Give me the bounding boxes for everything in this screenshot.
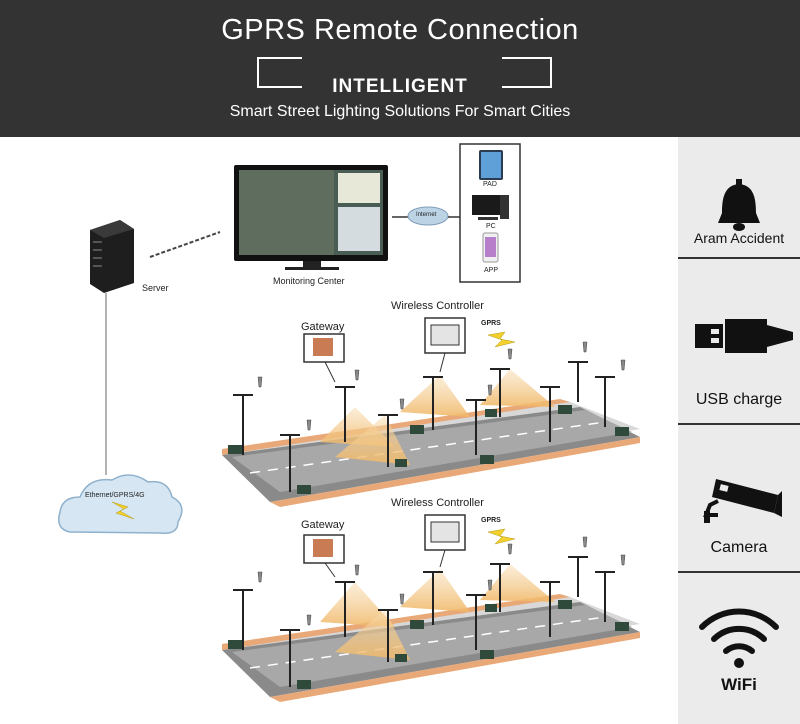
ethernet-cloud-icon xyxy=(58,474,183,535)
camera-icon xyxy=(703,479,782,523)
monitoring-center-label: Monitoring Center xyxy=(273,276,345,286)
bottom-controller-label: Wireless Controller xyxy=(391,497,484,509)
feature-camera: Camera xyxy=(678,433,800,577)
feature-camera-label: Camera xyxy=(710,539,768,556)
server-icon xyxy=(90,220,134,293)
bottom-gprs-label: GPRS xyxy=(481,517,501,524)
feature-wifi-label: WiFi xyxy=(721,675,757,694)
top-gprs-label: GPRS xyxy=(481,320,501,327)
device-app-label: APP xyxy=(484,267,499,274)
bell-icon xyxy=(718,179,760,231)
sidebar-divider xyxy=(678,571,800,573)
monitor-icon xyxy=(234,165,388,270)
device-pad-label: PAD xyxy=(483,181,497,188)
feature-usb-label: USB charge xyxy=(695,391,783,408)
device-pc-label: PC xyxy=(486,223,496,230)
feature-wifi: WiFi xyxy=(678,577,800,721)
header-subtitle: INTELLIGENT xyxy=(332,76,468,97)
header-tagline: Smart Street Lighting Solutions For Smar… xyxy=(229,103,571,120)
sidebar-divider xyxy=(678,423,800,425)
feature-sidebar: Aram Accident USB charge Camera xyxy=(678,137,800,724)
cloud-label: Ethernet/GPRS/4G xyxy=(85,492,145,499)
server-label: Server xyxy=(142,283,169,293)
pad-icon xyxy=(479,150,503,180)
usb-icon xyxy=(695,319,793,353)
pc-icon xyxy=(472,195,509,220)
top-gateway-label: Gateway xyxy=(301,321,345,333)
wifi-icon xyxy=(699,608,779,668)
diagram-graphics xyxy=(58,143,640,702)
network-diagram: Server Monitoring Center Internet PAD PC… xyxy=(0,137,678,724)
feature-alarm: Aram Accident xyxy=(678,137,800,281)
phone-icon xyxy=(482,232,499,263)
header-frame-gap xyxy=(302,52,502,92)
sidebar-divider xyxy=(678,257,800,259)
bottom-gateway-label: Gateway xyxy=(301,519,345,531)
internet-label: Internet xyxy=(416,212,437,218)
feature-usb: USB charge xyxy=(678,285,800,429)
feature-alarm-label: Aram Accident xyxy=(693,230,785,246)
bottom-street-scene xyxy=(222,514,640,702)
server-link-line xyxy=(149,231,221,258)
header-banner: GPRS Remote Connection INTELLIGENT Smart… xyxy=(0,0,800,137)
header-title: GPRS Remote Connection xyxy=(221,14,579,46)
top-street-scene xyxy=(222,317,640,507)
top-controller-label: Wireless Controller xyxy=(391,300,484,312)
